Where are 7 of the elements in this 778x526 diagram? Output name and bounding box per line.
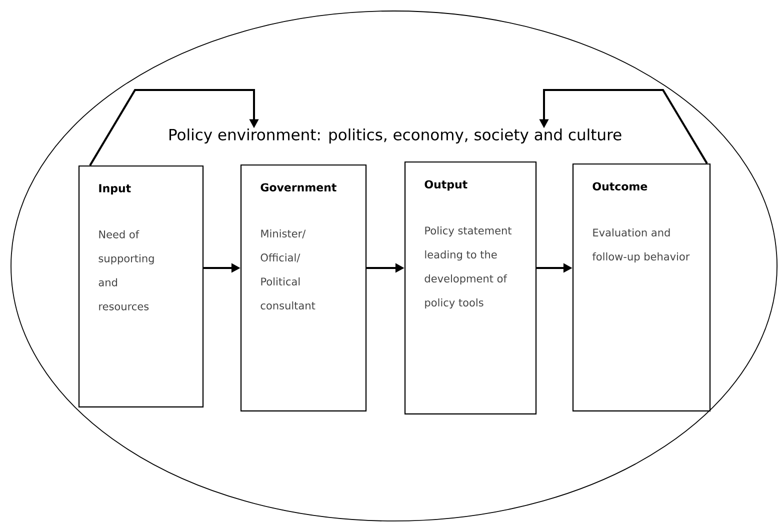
heading: Policy environment: politics, economy, society and culture	[170, 128, 622, 144]
process-box: Outcome Evaluation and follow-up behavior	[572, 163, 711, 412]
environment-ellipse	[10, 10, 778, 522]
process-box: Output Policy statement leading to the development of policy tools	[404, 161, 537, 415]
arrow	[89, 88, 259, 166]
process-box: Input Need of supporting and resources	[78, 165, 204, 408]
process-box: Government Minister/ Official/ Political consultant	[240, 164, 367, 412]
